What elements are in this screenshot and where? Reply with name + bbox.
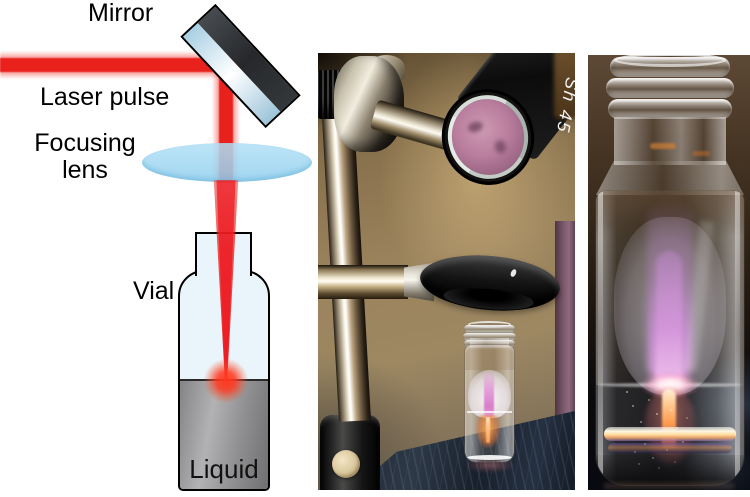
focusing-lens-label: Focusing lens [18,130,152,184]
refraction-band-blue [608,443,732,453]
focusing-lens-label-line1: Focusing [34,129,136,157]
small-vial-background-tint [465,345,514,370]
setup-photo-panel: Sh 45 [318,53,575,490]
thread-ridge [608,99,732,119]
thread-ridge [464,325,515,333]
vial-neck [614,117,726,165]
diagram-panel: Liquid Mirror Laser pulse Focusing lens … [0,0,315,497]
focusing-lens-label-line2: lens [62,156,108,184]
mirror-label: Mirror [88,0,154,27]
liquid-label: Liquid [189,454,259,484]
mount-arm-blurred [554,53,575,119]
optic-smudge [466,119,484,134]
plasma-column-core [656,251,682,387]
vial-shoulder [596,161,744,195]
small-vial-spark-streak [486,417,490,443]
vial-threads [606,57,734,121]
focusing-lens-holder [417,250,563,316]
lens-holder-highlight [509,268,518,278]
glass-highlight-left [598,191,603,481]
focusing-lens-shape [142,143,312,182]
small-vial-plasma-column [484,372,494,418]
optic-smudge [493,139,508,155]
thread-ridge [463,332,516,341]
glass-glint [650,143,676,149]
floor-reflection [604,483,734,489]
thread-ridge [610,57,730,77]
laser-beam-horizontal [0,58,240,72]
closeup-photo-panel [588,55,750,490]
stand-base-knob [332,450,360,478]
bubbles [626,391,628,393]
underwater-filament [662,389,676,451]
small-vial-body [465,345,514,462]
glass-glint [692,151,710,156]
small-vial-base-highlight [467,455,512,460]
vial-body [596,191,744,485]
small-vial-neck [470,338,509,348]
laser-pulse-label: Laser pulse [40,83,170,111]
laser-focus-spot [204,359,248,403]
vial-label: Vial [133,277,175,305]
small-vial-liquid-surface [467,411,512,413]
refraction-band-bright [604,427,736,441]
glass-highlight-right [735,191,740,481]
vial-base-shadow [596,455,744,485]
lens-arm-rod [318,265,408,299]
thread-ridge [606,78,734,98]
lens-holder-opening [443,285,535,313]
